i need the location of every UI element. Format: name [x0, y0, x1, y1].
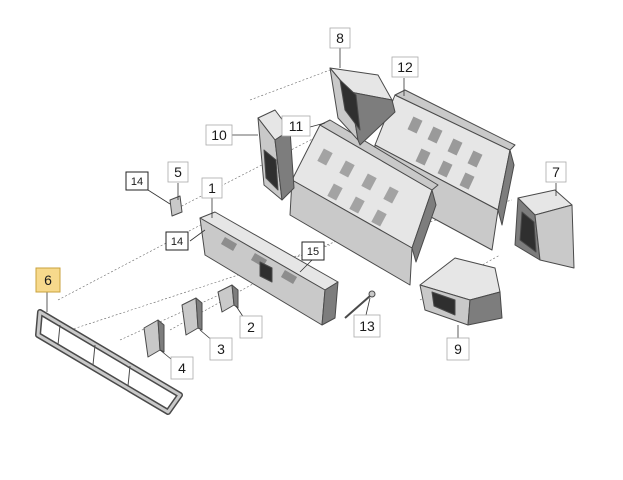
- callout-14-lower-boxed: 14: [165, 231, 189, 251]
- svg-text:10: 10: [211, 127, 227, 143]
- callout-13: 13: [353, 314, 381, 338]
- callout-14-upper-boxed: 14: [125, 171, 149, 191]
- callout-12: 12: [391, 56, 419, 78]
- callout-10: 10: [205, 124, 233, 146]
- callout-15-boxed: 15: [301, 241, 325, 261]
- callout-6-highlight-box: [35, 267, 61, 293]
- callout-7: 7: [545, 161, 567, 183]
- svg-text:5: 5: [174, 164, 182, 180]
- svg-text:4: 4: [178, 360, 186, 376]
- part-3-bracket: [181, 297, 203, 336]
- svg-text:7: 7: [552, 164, 560, 180]
- callout-11: 11: [281, 115, 311, 137]
- part-1-carrier-frame: [199, 211, 339, 326]
- svg-text:14: 14: [171, 236, 183, 248]
- part-11-air-duct-panel: [289, 119, 439, 286]
- part-4-bracket: [143, 319, 165, 358]
- part-9-lower-right-duct: [419, 257, 503, 326]
- callout-8: 8: [329, 27, 351, 49]
- part-8-upper-duct: [329, 67, 396, 146]
- part-6-lower-grille-frame: [35, 309, 183, 415]
- callout-1: 1: [201, 177, 223, 199]
- svg-text:2: 2: [247, 319, 255, 335]
- callout-5: 5: [167, 161, 189, 183]
- svg-text:14: 14: [131, 176, 143, 188]
- part-2-bracket: [217, 284, 239, 313]
- svg-text:9: 9: [454, 341, 462, 357]
- part-5-clip: [169, 195, 183, 217]
- callout-2: 2: [239, 315, 263, 339]
- part-7-right-duct: [514, 189, 575, 269]
- svg-text:15: 15: [307, 246, 319, 258]
- callout-4: 4: [170, 356, 194, 380]
- svg-text:12: 12: [397, 59, 413, 75]
- svg-text:11: 11: [289, 118, 304, 134]
- svg-text:6: 6: [44, 272, 52, 288]
- callout-9: 9: [446, 337, 470, 361]
- part-13-screw: [344, 290, 376, 319]
- svg-text:1: 1: [208, 180, 216, 196]
- callout-6-highlighted: 6: [35, 267, 61, 293]
- svg-text:13: 13: [359, 318, 375, 334]
- callout-3: 3: [209, 337, 233, 361]
- svg-text:8: 8: [336, 30, 344, 46]
- svg-text:3: 3: [217, 341, 225, 357]
